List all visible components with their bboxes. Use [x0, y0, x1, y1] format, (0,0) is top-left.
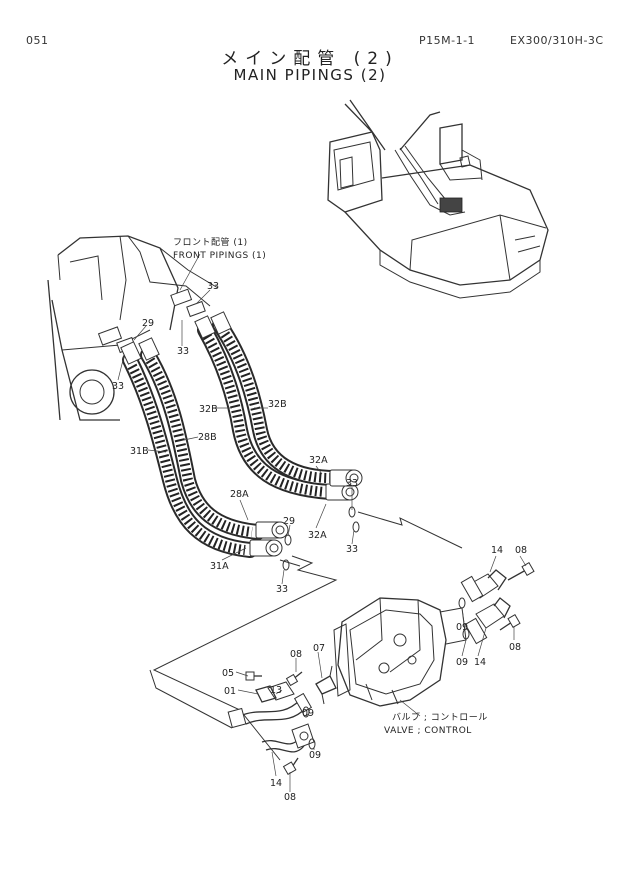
title-japanese: メイン配管 (2): [221, 49, 399, 69]
bolt-08-upper: [507, 561, 535, 581]
bolt-08-middle: [499, 613, 521, 631]
bolt-05: [245, 671, 262, 681]
excavator-inset-illustration: [327, 99, 549, 299]
callout-32B: 32B: [199, 404, 218, 415]
callout-08: 08: [515, 545, 527, 556]
o-ring-33: [352, 521, 360, 533]
title-english: MAIN PIPINGS (2): [233, 66, 387, 84]
callout-08: 08: [290, 649, 302, 660]
hose-28B: [140, 347, 266, 540]
hose-end-fitting-28A: [255, 521, 289, 539]
bracket-01: [255, 685, 277, 703]
o-ring-09-lower: [302, 706, 310, 718]
control-valve-body: [333, 597, 467, 707]
elbow-14-lower: [261, 723, 315, 753]
callout-31B: 31B: [130, 446, 149, 457]
callout-01: 01: [224, 686, 236, 697]
page-number: 051: [26, 34, 49, 47]
callout-09: 09: [309, 750, 321, 761]
hose-end-fitting-32A-upper: [329, 469, 363, 487]
callout-14: 14: [491, 545, 503, 556]
front-piping-note-jp: フロント配管 (1): [173, 236, 248, 248]
callout-05: 05: [222, 668, 234, 679]
o-ring-09-lower-b: [308, 738, 316, 750]
leader-lines: [117, 253, 527, 792]
hose-32B-right: [212, 317, 344, 486]
callout-33: 33: [346, 544, 358, 555]
o-ring-29: [284, 534, 292, 546]
valve-note-en: VALVE ; CONTROL: [384, 726, 472, 736]
hose-fitting: [120, 341, 142, 365]
callout-33: 33: [346, 478, 358, 489]
callout-14: 14: [270, 778, 282, 789]
callout-32A: 32A: [309, 455, 328, 466]
callout-32A: 32A: [308, 530, 327, 541]
elbow-flange-14-upper: [460, 569, 507, 603]
callout-14: 14: [474, 657, 486, 668]
callout-33: 33: [276, 584, 288, 595]
callout-32B: 32B: [268, 399, 287, 410]
hose-fitting: [194, 315, 216, 339]
hose-31B: [122, 352, 258, 558]
front-piping-note-en: FRONT PIPINGS (1): [173, 251, 266, 261]
machine-model: EX300/310H-3C: [510, 34, 604, 47]
front-boom-illustration: [47, 235, 219, 421]
hose-fitting: [210, 311, 232, 335]
callout-13: 13: [270, 685, 282, 696]
bolt-08-lower: [282, 757, 299, 776]
callout-09: 09: [456, 622, 468, 633]
elbow-flange-14-middle: [464, 597, 511, 645]
o-ring-33: [282, 559, 290, 571]
callout-31A: 31A: [210, 561, 229, 572]
callout-33: 33: [207, 281, 219, 292]
callout-33: 33: [112, 381, 124, 392]
callout-07: 07: [313, 643, 325, 654]
valve-note-jp: バルブ ; コントロール: [392, 711, 488, 723]
callout-09: 09: [456, 657, 468, 668]
hose-32B-left: [197, 322, 338, 500]
callout-33: 33: [177, 346, 189, 357]
callout-28B: 28B: [198, 432, 217, 443]
callout-28A: 28A: [230, 489, 249, 500]
callout-29: 29: [142, 318, 154, 329]
hose-end-fitting-31A: [249, 539, 283, 557]
hose-fitting: [138, 337, 160, 361]
callout-09: 09: [302, 708, 314, 719]
clamp-07: [315, 665, 337, 705]
hose-end-fitting-32A-lower: [325, 483, 359, 501]
callout-08: 08: [509, 642, 521, 653]
callout-08: 08: [284, 792, 296, 803]
bolt-08-clamp: [285, 671, 303, 687]
catalog-code: P15M-1-1: [419, 34, 476, 47]
callout-29: 29: [283, 516, 295, 527]
